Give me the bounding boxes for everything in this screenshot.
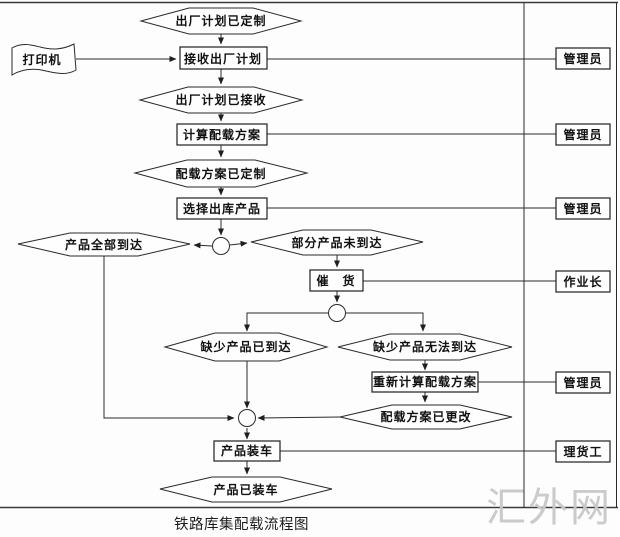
event-products-loaded: 产品已装车 (159, 476, 333, 503)
role-box-6-shape (555, 440, 611, 463)
role-box-5: 管理员 (555, 371, 611, 394)
function-load-products-label: 产品装车 (221, 443, 273, 458)
flow-connectors (76, 34, 556, 475)
connector-xor2-to-missing-unreachable (346, 312, 426, 332)
event-all-arrived-shape (17, 232, 191, 257)
role-box-4-shape (555, 270, 611, 293)
connector-plan-changed-to-xor3 (257, 414, 341, 421)
role-box-3-label: 管理员 (563, 201, 602, 216)
role-box-5-shape (555, 371, 611, 394)
event-load-plan-created-shape (133, 159, 309, 188)
xor-connector-2 (328, 304, 346, 322)
event-partial-not-arrived-shape (250, 229, 424, 256)
io-printer-shape (11, 43, 77, 76)
event-products-loaded-shape (159, 476, 333, 503)
function-calc-load-plan: 计算配载方案 (176, 123, 268, 146)
xor-connector-1 (212, 237, 230, 255)
event-partial-not-arrived-label: 部分产品未到达 (291, 235, 382, 250)
function-receive-plan-label: 接收出厂计划 (184, 51, 262, 66)
role-box-3-shape (555, 197, 611, 220)
function-select-outbound-label: 选择出库产品 (183, 201, 261, 216)
function-urge-goods: 催 货 (309, 269, 364, 292)
page-frame (0, 1, 618, 509)
function-load-products: 产品装车 (213, 440, 281, 462)
function-recalc-load-plan-label: 重新计算配载方案 (373, 374, 477, 389)
event-plan-created-label: 出厂计划已定制 (175, 13, 266, 28)
connector-all-arrived-to-xor3 (103, 256, 235, 421)
function-select-outbound: 选择出库产品 (176, 197, 268, 220)
function-urge-goods-shape (309, 269, 364, 292)
io-printer-label: 打印机 (22, 52, 61, 67)
role-box-1: 管理员 (555, 47, 611, 70)
function-receive-plan: 接收出厂计划 (179, 46, 268, 70)
event-partial-not-arrived: 部分产品未到达 (250, 229, 424, 256)
io-printer: 打印机 (11, 43, 77, 76)
function-calc-load-plan-label: 计算配载方案 (183, 127, 261, 142)
connector-xor1-to-all-arrived (193, 242, 213, 249)
event-load-plan-changed: 配载方案已更改 (339, 404, 513, 430)
event-missing-arrived: 缺少产品已到达 (163, 332, 329, 362)
event-load-plan-created: 配载方案已定制 (133, 159, 309, 188)
event-products-loaded-label: 产品已装车 (213, 482, 278, 497)
role-boxes: 管理员 管理员 管理员 作业长 管理员 理货工 (555, 47, 611, 463)
function-select-outbound-shape (176, 197, 268, 220)
role-box-6-label: 理货工 (563, 444, 602, 459)
function-load-products-shape (213, 440, 281, 462)
event-load-plan-created-label: 配载方案已定制 (175, 166, 266, 181)
event-load-plan-changed-label: 配载方案已更改 (380, 409, 471, 424)
connector-xor2-to-missing-arrived (244, 312, 328, 332)
role-box-1-label: 管理员 (563, 51, 602, 66)
role-box-4-label: 作业长 (563, 274, 602, 289)
role-box-4: 作业长 (555, 270, 611, 293)
role-box-2-label: 管理员 (563, 127, 602, 142)
role-box-2-shape (555, 123, 611, 146)
role-box-2: 管理员 (555, 123, 611, 146)
event-plan-created-shape (139, 7, 303, 35)
event-plan-received-label: 出厂计划已接收 (175, 92, 266, 107)
event-load-plan-changed-shape (339, 404, 513, 430)
event-plan-created: 出厂计划已定制 (139, 7, 303, 35)
role-box-3: 管理员 (555, 197, 611, 220)
watermark-text: 汇外网 (486, 485, 612, 531)
xor-connector-3 (238, 409, 256, 427)
role-box-1-shape (555, 47, 611, 70)
function-recalc-load-plan: 重新计算配载方案 (371, 371, 479, 393)
function-urge-goods-label: 催 货 (316, 273, 355, 288)
event-plan-received: 出厂计划已接收 (138, 86, 304, 114)
event-missing-unreachable: 缺少产品无法到达 (337, 333, 513, 361)
role-box-5-label: 管理员 (563, 375, 602, 390)
role-box-6: 理货工 (555, 440, 611, 463)
function-receive-plan-shape (179, 46, 268, 70)
event-all-arrived: 产品全部到达 (17, 232, 191, 257)
event-missing-arrived-shape (163, 332, 329, 362)
function-calc-load-plan-shape (176, 123, 268, 146)
xor-connectors (212, 237, 346, 427)
connector-xor1-to-partial (229, 240, 248, 247)
event-missing-unreachable-shape (337, 333, 513, 361)
event-missing-arrived-label: 缺少产品已到达 (200, 339, 291, 354)
event-plan-received-shape (138, 86, 304, 114)
diagram-caption: 铁路库集配载流程图 (174, 516, 309, 533)
event-all-arrived-label: 产品全部到达 (65, 237, 143, 252)
function-recalc-load-plan-shape (371, 371, 479, 393)
event-missing-unreachable-label: 缺少产品无法到达 (373, 339, 477, 354)
